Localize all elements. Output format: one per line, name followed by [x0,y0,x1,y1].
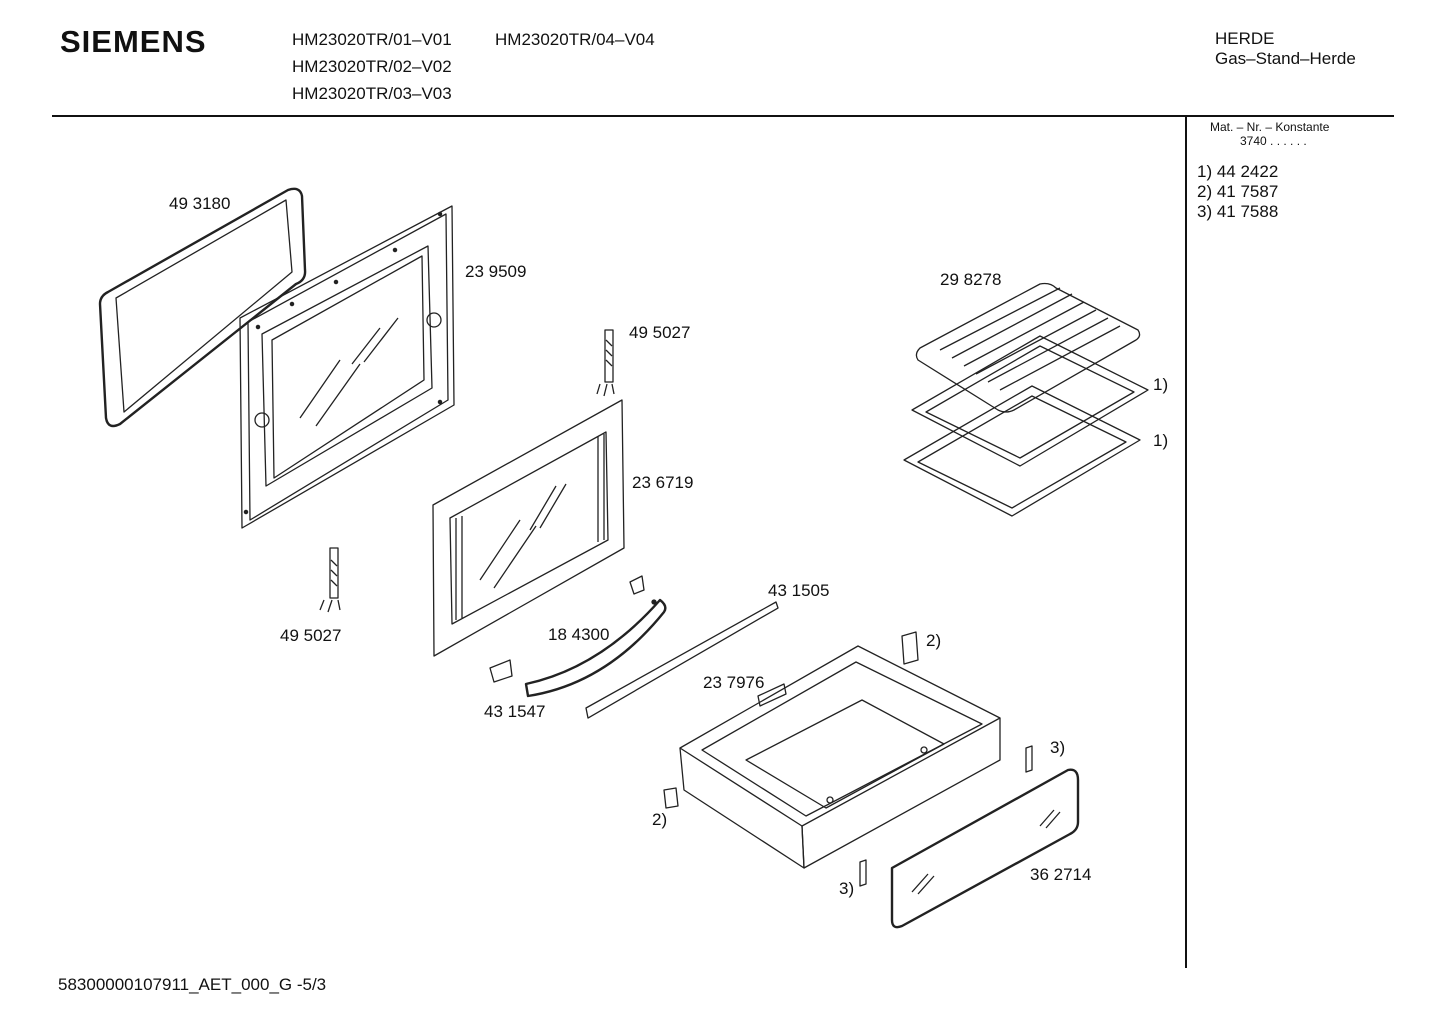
part-label: 36 2714 [1030,865,1092,884]
part-label: 49 5027 [280,626,342,645]
model-number: HM23020TR/01–V01 [292,30,452,49]
drawer-clip-part [859,745,1033,887]
part-label: 43 1505 [768,581,830,600]
part-label: 23 7976 [703,673,765,692]
exploded-parts-drawing [98,187,1149,929]
category-label: HERDE [1215,29,1275,48]
part-label: 49 5027 [629,323,691,342]
part-label: 43 1547 [484,702,546,721]
model-number: HM23020TR/02–V02 [292,57,452,76]
header-divider [52,115,1394,117]
part-label: 1) [1153,431,1169,450]
sidebar-divider [1185,116,1187,968]
model-number: HM23020TR/04–V04 [495,30,655,49]
part-label: 2) [926,631,942,650]
document-footer-code: 58300000107911_AET_000_G -5/3 [58,975,327,994]
door-handle-part [489,575,667,698]
oven-rack-part [915,282,1141,413]
part-label: 49 3180 [169,194,231,213]
hinge-upper-part [596,329,615,397]
model-number: HM23020TR/03–V03 [292,84,452,103]
subcategory-label: Gas–Stand–Herde [1215,49,1356,68]
part-label: 3) [1050,738,1066,757]
storage-drawer-part [663,631,1001,869]
mat-prefix: 3740 . . . . . . [1240,134,1307,148]
inner-door-frame-part [239,205,455,529]
trim-strip-part [585,601,779,719]
door-seal-part [98,187,307,428]
part-label: 3) [839,879,855,898]
note-item: 2) 41 7587 [1197,182,1279,201]
part-label: 23 6719 [632,473,694,492]
outer-door-glass-part [432,399,625,657]
part-label: 23 9509 [465,262,527,281]
brand-logo: SIEMENS [60,24,207,59]
part-label: 1) [1153,375,1169,394]
part-label: 18 4300 [548,625,610,644]
part-label: 29 8278 [940,270,1002,289]
drawer-front-panel-part [890,768,1080,929]
hinge-lower-part [319,547,341,613]
baking-tray-part [903,335,1149,517]
mat-heading: Mat. – Nr. – Konstante [1210,120,1330,134]
part-label: 2) [652,810,668,829]
note-item: 1) 44 2422 [1197,162,1279,181]
note-item: 3) 41 7588 [1197,202,1279,221]
